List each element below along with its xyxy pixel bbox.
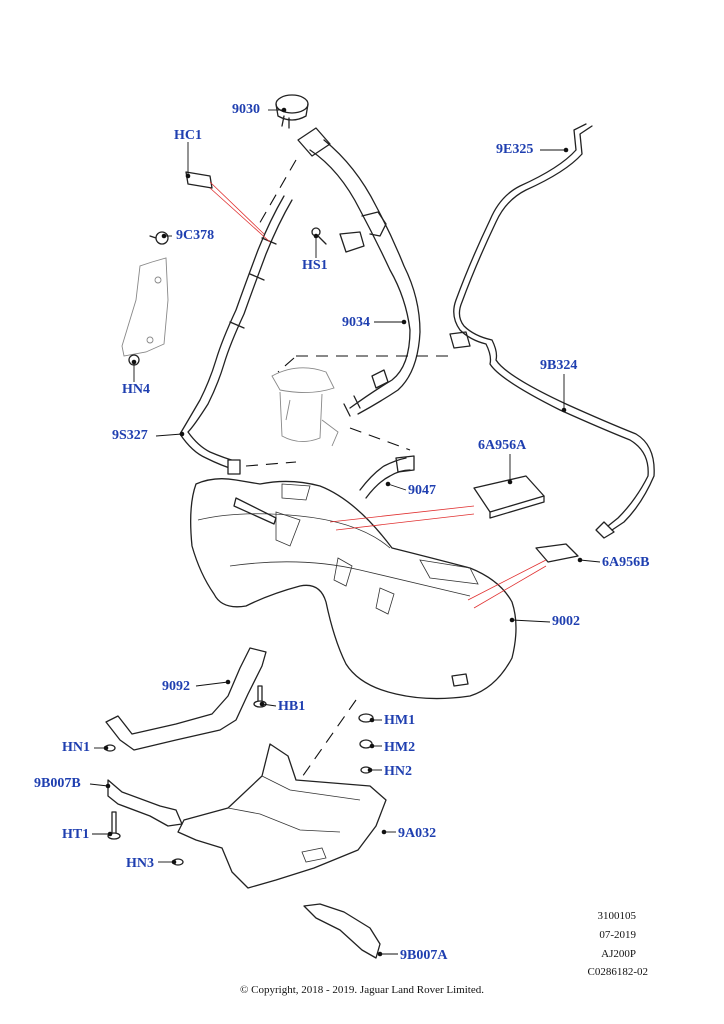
callout-9047: 9047 [408,483,436,498]
callout-9e325: 9E325 [496,142,534,157]
bracket-plate-part [121,257,169,366]
red-reference-lines [209,181,547,609]
fuel-line-part [449,123,655,539]
insulation-pads-part [473,475,579,563]
tank-strap-part [105,647,267,751]
callout-leaders [89,107,601,957]
fuel-tank-part [190,478,517,700]
fuel-pump-module-part [271,367,339,447]
filler-neck-part [297,127,421,417]
filler-cap-part [275,94,309,129]
callout-9092: 9092 [162,679,190,694]
callout-9034: 9034 [342,315,370,330]
bracket-9b007b-part [107,779,183,827]
callout-ht1: HT1 [62,827,90,842]
evap-hose-part [359,455,415,499]
bracket-9b007a-part [303,903,381,959]
callout-9s327: 9S327 [112,428,148,443]
clip-hc1-part [185,171,213,189]
callout-9b007a: 9B007A [400,948,448,963]
callout-hn4: HN4 [122,382,150,397]
drawing-id: C0286182-02 [587,966,649,978]
callout-hc1: HC1 [174,128,202,143]
callout-9a032: 9A032 [398,826,437,841]
callout-9b324: 9B324 [540,358,578,373]
copyright-notice: © Copyright, 2018 - 2019. Jaguar Land Ro… [240,984,484,996]
callout-hn1: HN1 [62,740,90,755]
callout-hs1: HS1 [302,258,328,273]
callout-hm1: HM1 [384,713,416,728]
callout-6a956b: 6A956B [602,555,650,570]
nuts-part [358,713,374,774]
callout-9c378: 9C378 [176,228,215,243]
breather-pipe-part [179,195,293,475]
revision-date: 07-2019 [599,929,636,941]
callout-hm2: HM2 [384,740,416,755]
callout-hn2: HN2 [384,764,412,779]
callout-hb1: HB1 [278,699,306,714]
assembly-dashed-lines [245,159,456,781]
callout-9002: 9002 [552,614,580,629]
callout-9030: 9030 [232,102,260,117]
callout-9b007b: 9B007B [34,776,81,791]
model-code: AJ200P [601,948,636,960]
heat-shield-part [177,743,387,889]
ref-number: 3100105 [597,910,637,922]
clip-9c378-part [149,231,169,245]
callout-6a956a: 6A956A [478,438,527,453]
callout-hn3: HN3 [126,856,154,871]
